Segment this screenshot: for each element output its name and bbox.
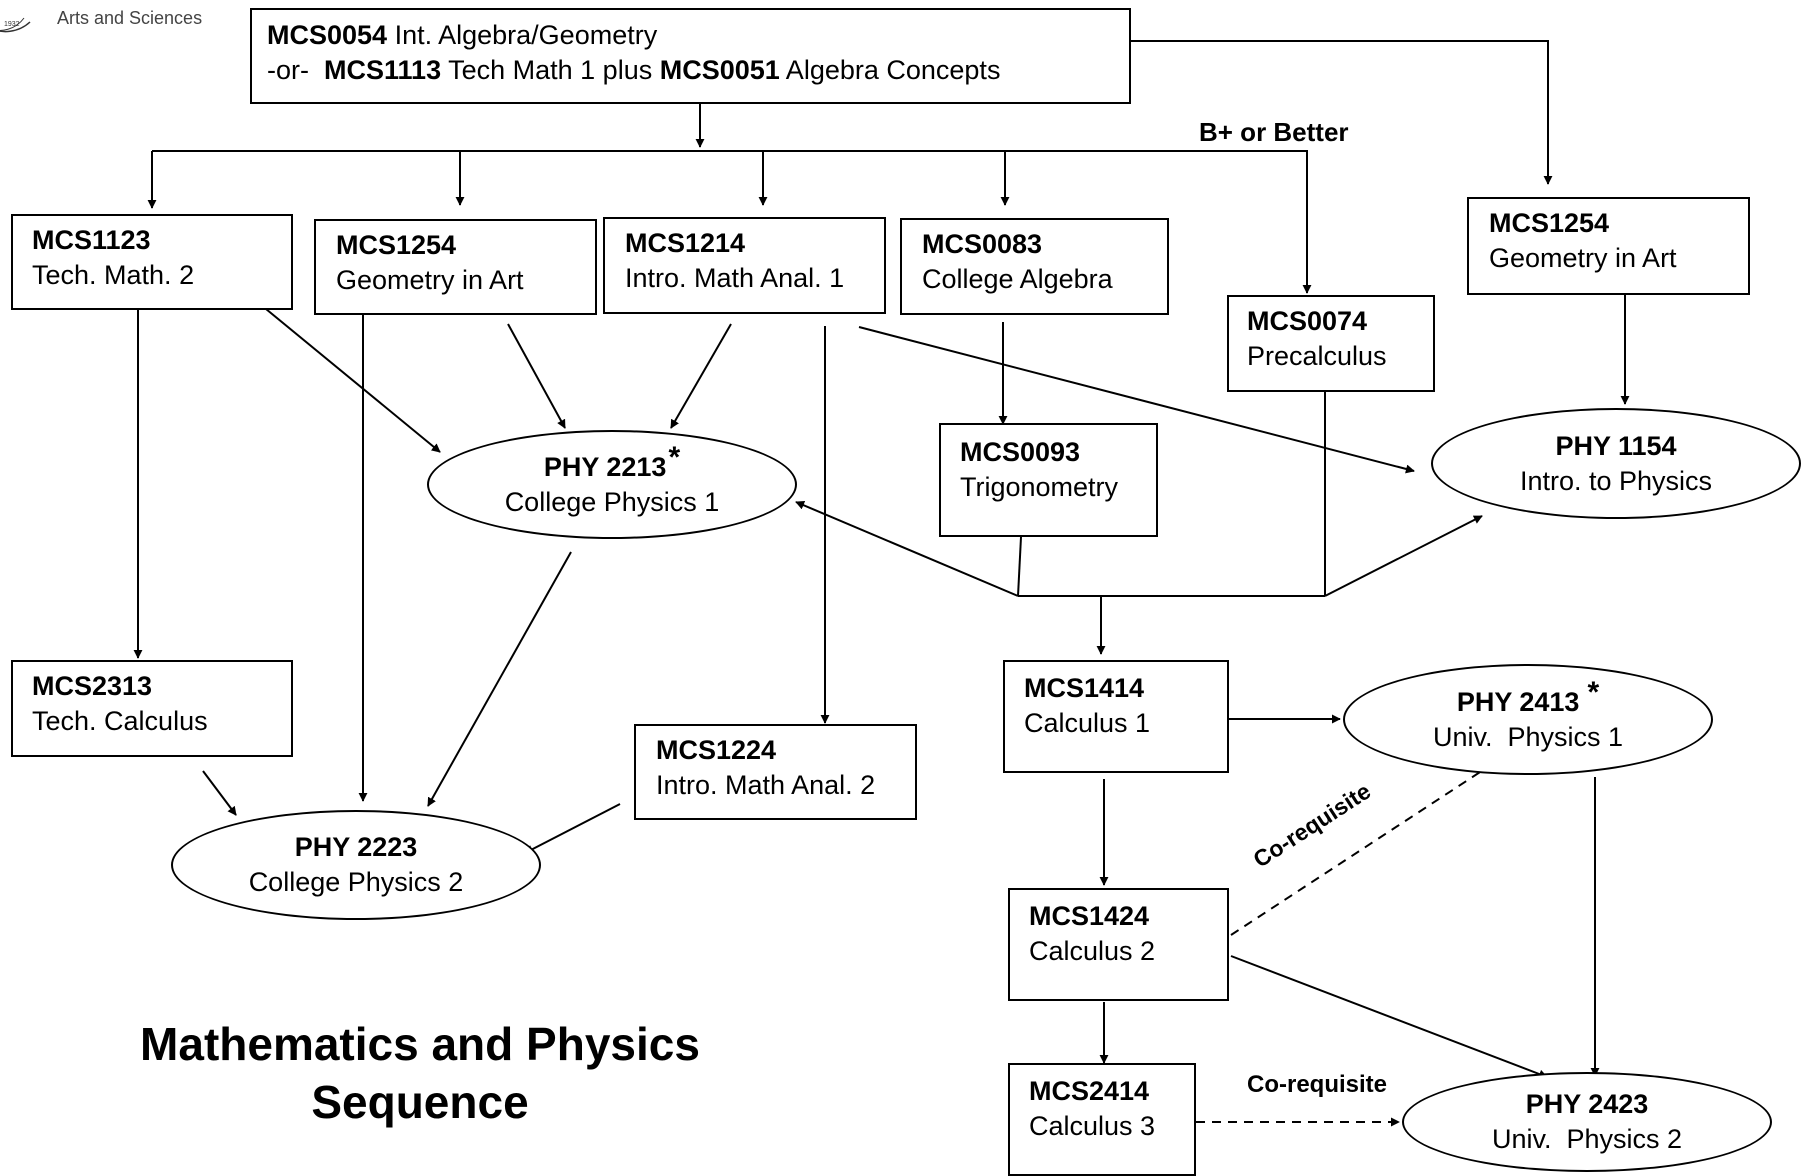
trig-to-junction <box>1017 536 1022 597</box>
course-ellipse-phy2413: PHY 2413* Univ. Physics 1 <box>1343 664 1713 775</box>
course-code: MCS1424 <box>1029 901 1150 931</box>
top-prerequisite-box: MCS0054 Int. Algebra/Geometry -or- MCS11… <box>250 8 1131 104</box>
course-code: MCS0054 <box>267 20 388 50</box>
seal-icon: 1932 <box>0 17 31 33</box>
corequisite-label-horizontal: Co-requisite <box>1247 1071 1388 1098</box>
course-box-mcs2414: MCS2414 Calculus 3 <box>1008 1063 1196 1176</box>
course-code: PHY 2223 <box>294 832 418 862</box>
course-code: MCS0051 <box>659 55 780 85</box>
course-code: PHY 2413 <box>1456 687 1580 717</box>
college-logo: 1932 Arts and Sciences <box>0 0 230 40</box>
arrow-2213-to-2223 <box>427 551 572 807</box>
course-code: MCS1123 <box>32 225 151 255</box>
course-code: PHY 2423 <box>1525 1089 1649 1119</box>
course-box-mcs2313: MCS2313 Tech. Calculus <box>11 660 293 757</box>
asterisk-mark: * <box>1587 676 1600 709</box>
arrow-1214-to-2213 <box>670 323 732 429</box>
course-name: Calculus 2 <box>1029 936 1156 966</box>
coreq-1424-to-2413 <box>1230 758 1501 936</box>
course-box-mcs1123: MCS1123 Tech. Math. 2 <box>11 214 293 310</box>
course-ellipse-phy2423: PHY 2423 Univ. Physics 2 <box>1402 1072 1772 1172</box>
course-box-mcs0093: MCS0093 Trigonometry <box>939 423 1158 537</box>
course-box-mcs1424: MCS1424 Calculus 2 <box>1008 888 1229 1001</box>
course-name: College Physics 1 <box>504 487 720 517</box>
course-name: Trigonometry <box>960 472 1119 502</box>
course-name: Tech. Calculus <box>32 706 208 736</box>
course-name: Calculus 1 <box>1024 708 1151 738</box>
course-code: MCS0093 <box>960 437 1081 467</box>
course-code: MCS2414 <box>1029 1076 1150 1106</box>
course-name: Algebra Concepts <box>779 55 1001 85</box>
svg-text:1932: 1932 <box>4 21 20 28</box>
course-ellipse-phy2223: PHY 2223 College Physics 2 <box>171 810 541 920</box>
course-code: MCS1214 <box>625 228 746 258</box>
arrow-1214-to-1154 <box>858 326 1415 474</box>
title-line-1: Mathematics and Physics <box>140 1018 700 1070</box>
course-name: College Algebra <box>922 264 1113 294</box>
course-box-mcs1414: MCS1414 Calculus 1 <box>1003 660 1229 773</box>
course-code: MCS0074 <box>1247 306 1368 336</box>
course-code: PHY 2213 <box>543 452 667 482</box>
course-name: Calculus 3 <box>1029 1111 1156 1141</box>
course-code: MCS1113 <box>324 55 442 85</box>
course-code: MCS1254 <box>336 230 457 260</box>
arrow-junction-to-2213 <box>795 501 1019 597</box>
course-name: College Physics 2 <box>248 867 464 897</box>
course-box-mcs0083: MCS0083 College Algebra <box>900 218 1169 315</box>
course-code: MCS1224 <box>656 735 777 765</box>
title-line-2: Sequence <box>311 1076 529 1128</box>
course-name: Univ. Physics 2 <box>1491 1124 1683 1154</box>
course-name: Precalculus <box>1247 341 1387 371</box>
arrow-to-mcs0074 <box>1200 150 1312 294</box>
course-name: Tech Math 1 plus <box>441 55 660 85</box>
arrow-1254a-to-2213 <box>507 323 566 429</box>
course-name: Geometry in Art <box>1489 243 1677 273</box>
course-code: MCS0083 <box>922 229 1043 259</box>
course-ellipse-phy2213: PHY 2213* College Physics 1 <box>427 430 797 539</box>
arrow-junction-to-1154 <box>1324 515 1483 597</box>
course-box-mcs0074: MCS0074 Precalculus <box>1227 295 1435 392</box>
course-name: Intro. Math Anal. 2 <box>656 770 876 800</box>
course-name: Intro. Math Anal. 1 <box>625 263 845 293</box>
course-box-mcs1214: MCS1214 Intro. Math Anal. 1 <box>603 217 886 314</box>
or-label: -or- <box>267 55 324 85</box>
course-code: MCS1414 <box>1024 673 1145 703</box>
arrow-1224-to-2223 <box>524 803 621 854</box>
course-name: Intro. to Physics <box>1519 465 1713 496</box>
arrow-1424-to-2423 <box>1230 955 1548 1079</box>
course-box-mcs1224: MCS1224 Intro. Math Anal. 2 <box>634 724 917 820</box>
course-ellipse-phy1154: PHY 1154 Intro. to Physics <box>1431 408 1801 519</box>
course-code: MCS2313 <box>32 671 153 701</box>
asterisk-mark: * <box>668 441 681 474</box>
course-name: Univ. Physics 1 <box>1432 722 1624 752</box>
course-box-mcs1254-art-b: MCS1254 Geometry in Art <box>1467 197 1750 295</box>
b-plus-label: B+ or Better <box>1199 117 1349 147</box>
arrow-1123-to-2213 <box>265 308 441 453</box>
arrow-to-mcs1254b <box>1131 40 1553 185</box>
course-box-mcs1254-art-a: MCS1254 Geometry in Art <box>314 219 597 315</box>
course-name: Geometry in Art <box>336 265 524 295</box>
course-name: Int. Algebra/Geometry <box>387 20 658 50</box>
college-name: Arts and Sciences <box>57 8 203 28</box>
diagram-title: Mathematics and Physics Sequence <box>70 1015 770 1131</box>
course-code: PHY 1154 <box>1555 430 1677 461</box>
course-name: Tech. Math. 2 <box>32 260 195 290</box>
arrow-2313-to-2223 <box>202 770 237 816</box>
course-code: MCS1254 <box>1489 208 1610 238</box>
